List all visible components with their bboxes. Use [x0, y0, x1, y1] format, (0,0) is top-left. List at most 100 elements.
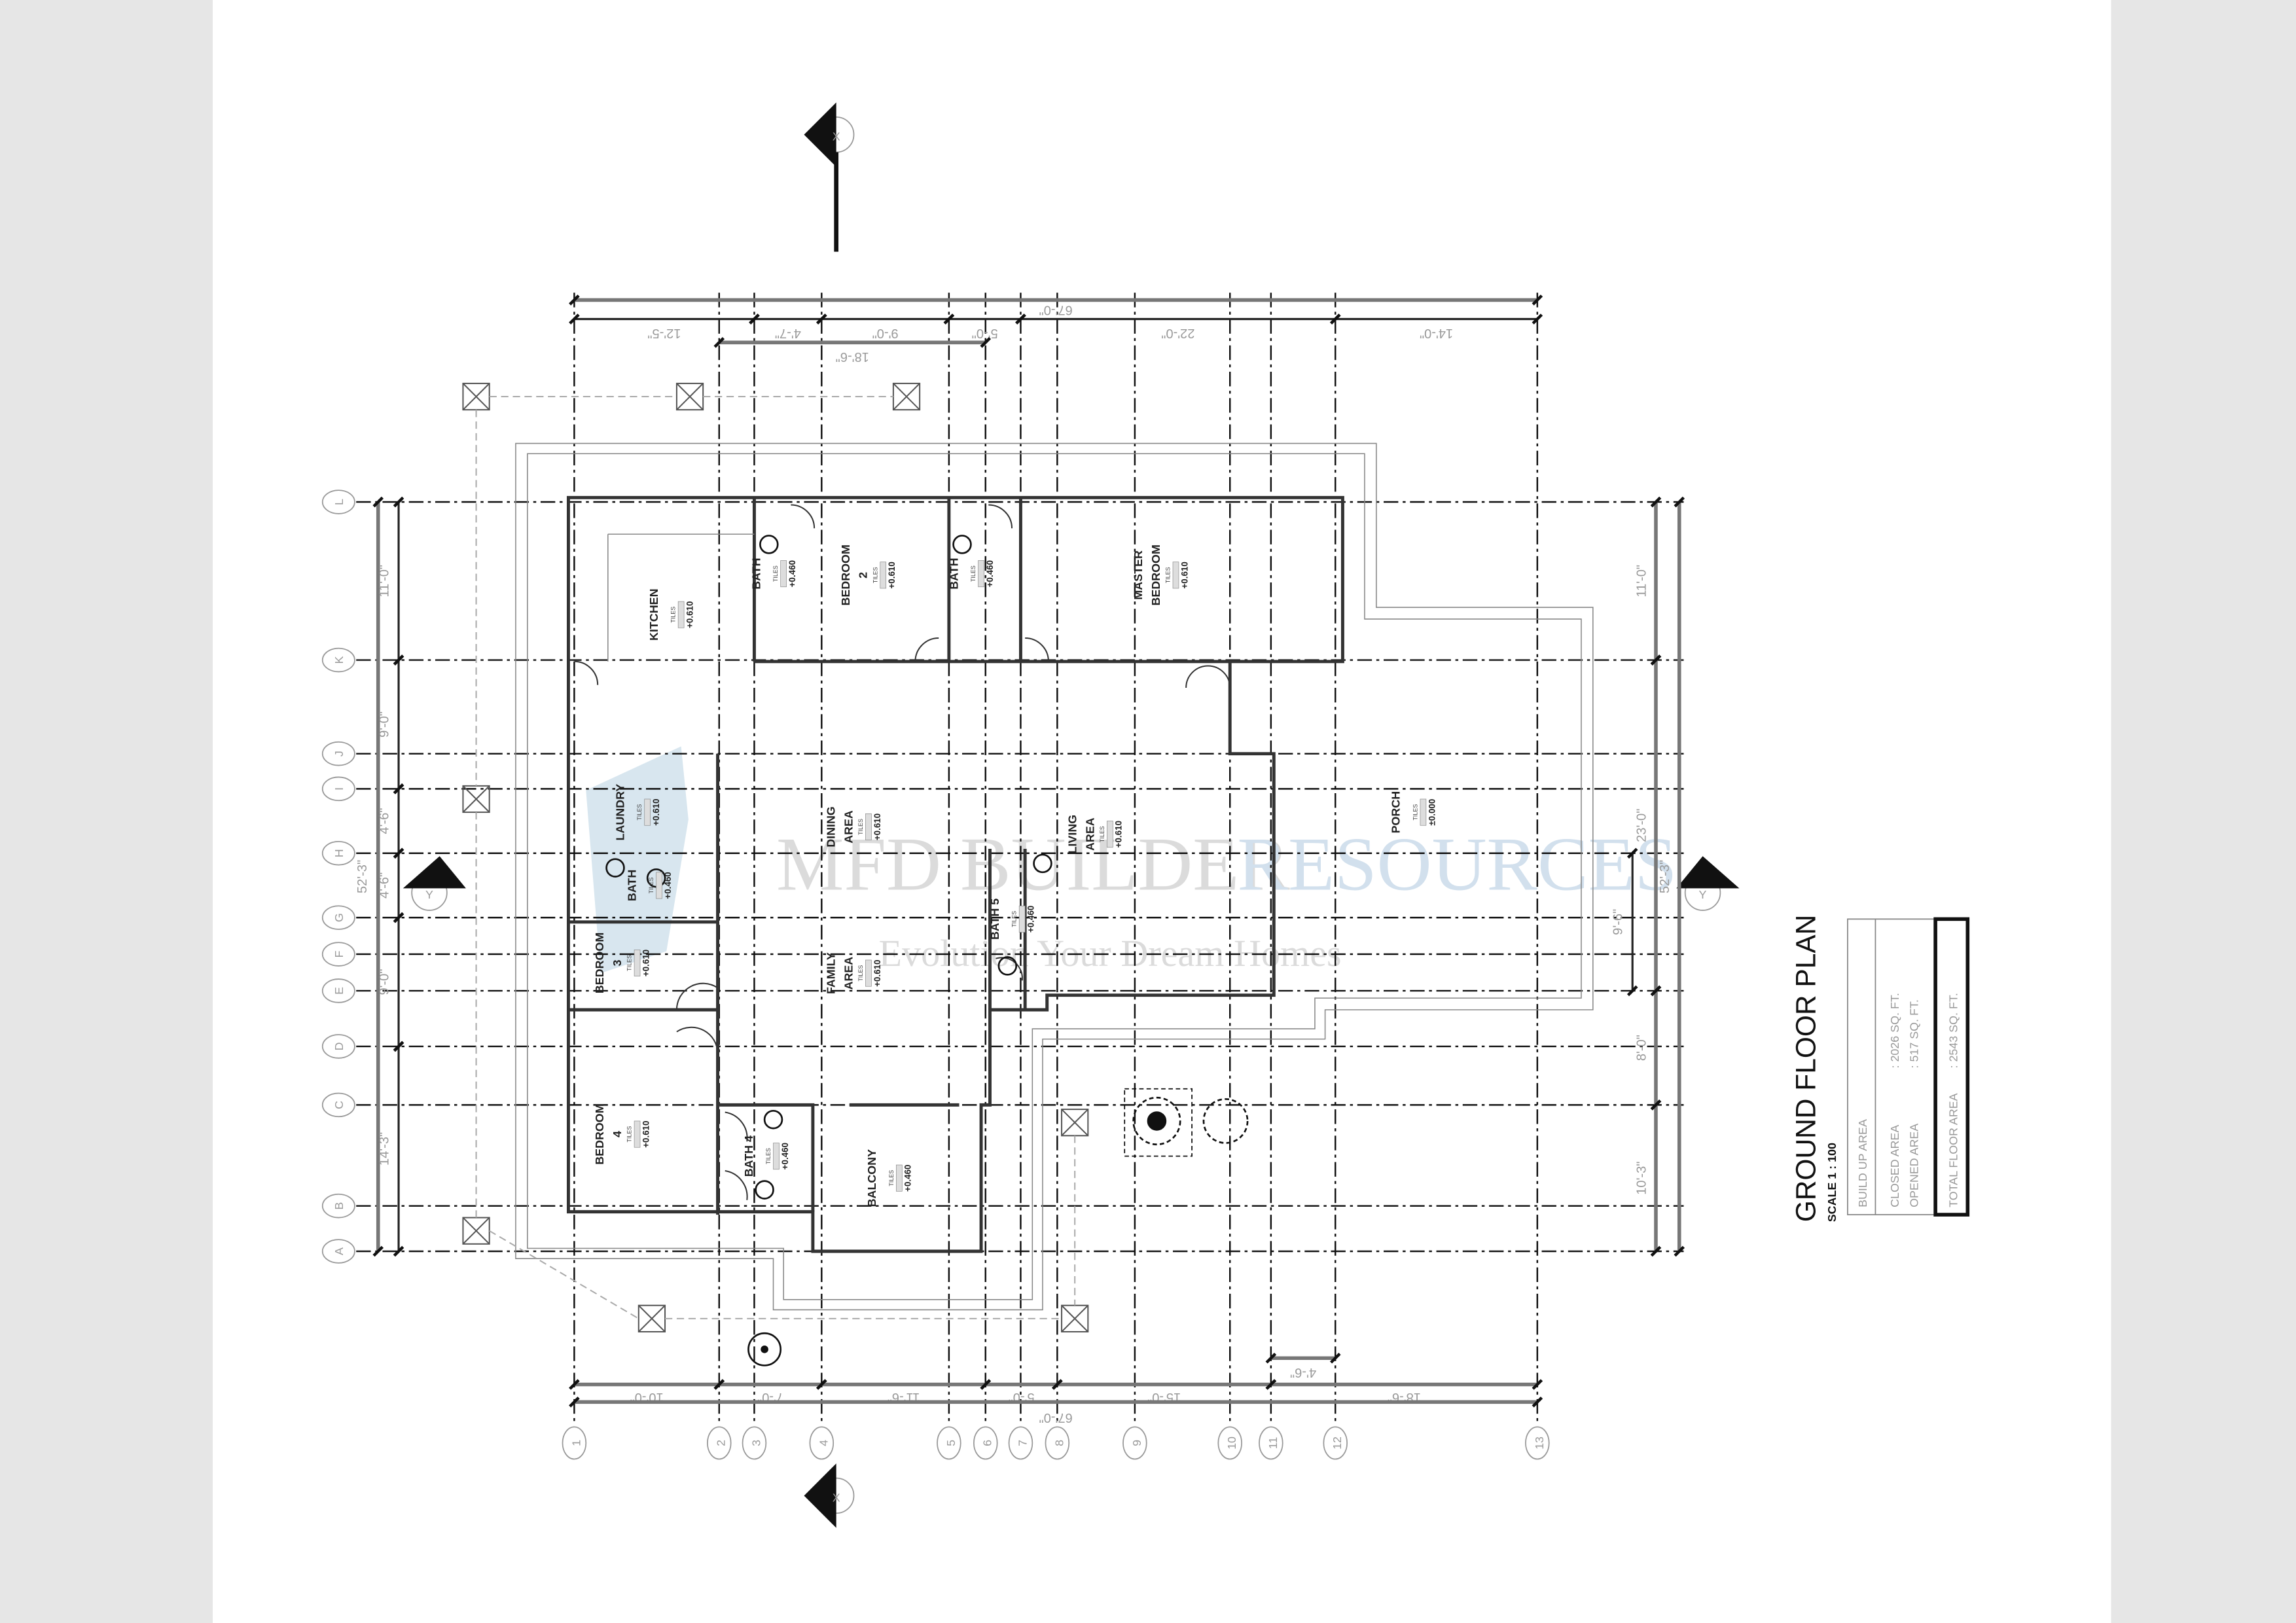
dimension-text: 14'-3" [377, 1132, 391, 1166]
dimension-text: 4'-6" [1290, 1365, 1316, 1380]
grid-label-row: F [332, 950, 346, 957]
room-level: +0.610 [872, 959, 882, 986]
room-level: +0.610 [651, 798, 661, 825]
toilet-icon [759, 535, 779, 554]
room-name: BEDROOM [593, 933, 606, 993]
total-area-value: : 2543 SQ. FT. [1947, 993, 1960, 1068]
room-name: BATH [749, 558, 762, 589]
dimension-text: 8'-0" [1634, 1035, 1649, 1061]
dimension-text: 18'-6" [836, 349, 869, 364]
room-finish: TILES [970, 565, 977, 582]
grid-label-row: C [332, 1101, 346, 1109]
grid-label-row: D [332, 1042, 346, 1050]
dimension-text: 52'-3" [1658, 860, 1672, 893]
grid-bubble-column [742, 1426, 767, 1460]
room-finish: TILES [1099, 826, 1105, 842]
room-tag-box [1172, 562, 1179, 589]
room-level: +0.610 [685, 601, 695, 628]
dimension-text: 22'-0" [1161, 326, 1194, 340]
room-level: +0.460 [985, 560, 995, 587]
dimension-text: 52'-3" [355, 860, 370, 893]
section-label-y: Y [1699, 888, 1707, 901]
room-label: KITCHEN TILES +0.610 [647, 588, 695, 640]
room-level: +0.460 [903, 1164, 913, 1191]
room-finish: TILES [636, 804, 643, 821]
grid-label-row: G [332, 913, 346, 922]
room-name: BALCONY [865, 1149, 878, 1207]
total-area-label: TOTAL FLOOR AREA [1947, 1093, 1960, 1207]
room-finish: TILES [648, 877, 655, 893]
grid-bubble-row [321, 1239, 355, 1264]
room-finish: TILES [772, 565, 779, 582]
dimension-text: 14'-0" [1420, 326, 1453, 340]
well-icon [747, 1332, 782, 1366]
grid-label-row: H [332, 849, 346, 857]
grid-label-column: 5 [944, 1440, 958, 1446]
soak-pit-icon [1202, 1098, 1249, 1144]
dimension-text: 4'-6" [377, 872, 391, 899]
room-level: +0.460 [780, 1143, 790, 1169]
room-tag-box [677, 601, 685, 628]
section-marker-y-left: Y [403, 856, 466, 911]
room-name-line2: BEDROOM [1149, 544, 1162, 605]
section-label-x: X [833, 130, 840, 143]
room-tag-box [644, 798, 651, 826]
grid-label-row: L [332, 499, 346, 505]
grid-bubble-row [321, 1193, 355, 1219]
grid-label-row: J [332, 751, 346, 757]
grid-bubble-row [321, 490, 355, 514]
room-level: +0.610 [1179, 562, 1189, 588]
plan-title: GROUND FLOOR PLAN [1791, 915, 1822, 1222]
dimension-text: 67'-0" [1039, 302, 1072, 317]
room-level: +0.610 [641, 950, 651, 976]
grid-bubble-column [1122, 1426, 1147, 1460]
grid-label-column: 2 [715, 1440, 728, 1446]
grid-bubble-row [321, 978, 355, 1003]
section-marker-y-right: Y [1676, 856, 1740, 911]
opened-area-value: : 517 SQ. FT. [1907, 999, 1920, 1068]
room-name: MASTER [1132, 550, 1145, 600]
room-level: +0.610 [887, 562, 897, 588]
room-name: LIVING [1066, 815, 1079, 854]
grid-bubble-column [562, 1426, 587, 1460]
grid-bubble-column [1323, 1426, 1348, 1460]
room-finish: TILES [765, 1148, 772, 1164]
room-name: KITCHEN [647, 588, 660, 640]
section-label-y: Y [425, 888, 433, 901]
septic-tank-icon [1132, 1096, 1181, 1146]
grid-label-row: B [332, 1202, 346, 1210]
grid-label-column: 12 [1331, 1436, 1344, 1450]
grid-label-column: 3 [749, 1440, 762, 1446]
plinth-inner-outline [527, 453, 1582, 1300]
title-block: GROUND FLOOR PLAN SCALE 1 : 100 BUILD UP… [1791, 915, 1970, 1222]
room-level: +0.460 [1026, 906, 1036, 933]
grid-label-column: 10 [1225, 1436, 1238, 1450]
grid-bubble-column [937, 1426, 961, 1460]
watermark-tagline: Evolution Your Dream Homes [879, 932, 1342, 974]
room-finish: TILES [1165, 567, 1172, 583]
room-tag-box [865, 959, 872, 987]
grid-label-row: I [332, 787, 346, 791]
plinth-outline [515, 442, 1594, 1311]
room-tag-box [634, 1120, 641, 1148]
room-name-line2: 4 [611, 1131, 624, 1137]
dimension-text: 9'-0" [377, 969, 391, 995]
room-finish: TILES [670, 607, 677, 623]
grid-label-column: 9 [1130, 1440, 1143, 1446]
watermark-brand-b: RESOURCES [1237, 823, 1677, 907]
room-name: BATH [625, 870, 638, 901]
grid-bubble-row [321, 905, 355, 930]
grid-label-row: E [332, 987, 346, 995]
grid-bubble-row [321, 741, 355, 766]
total-area-box [1933, 917, 1970, 1217]
